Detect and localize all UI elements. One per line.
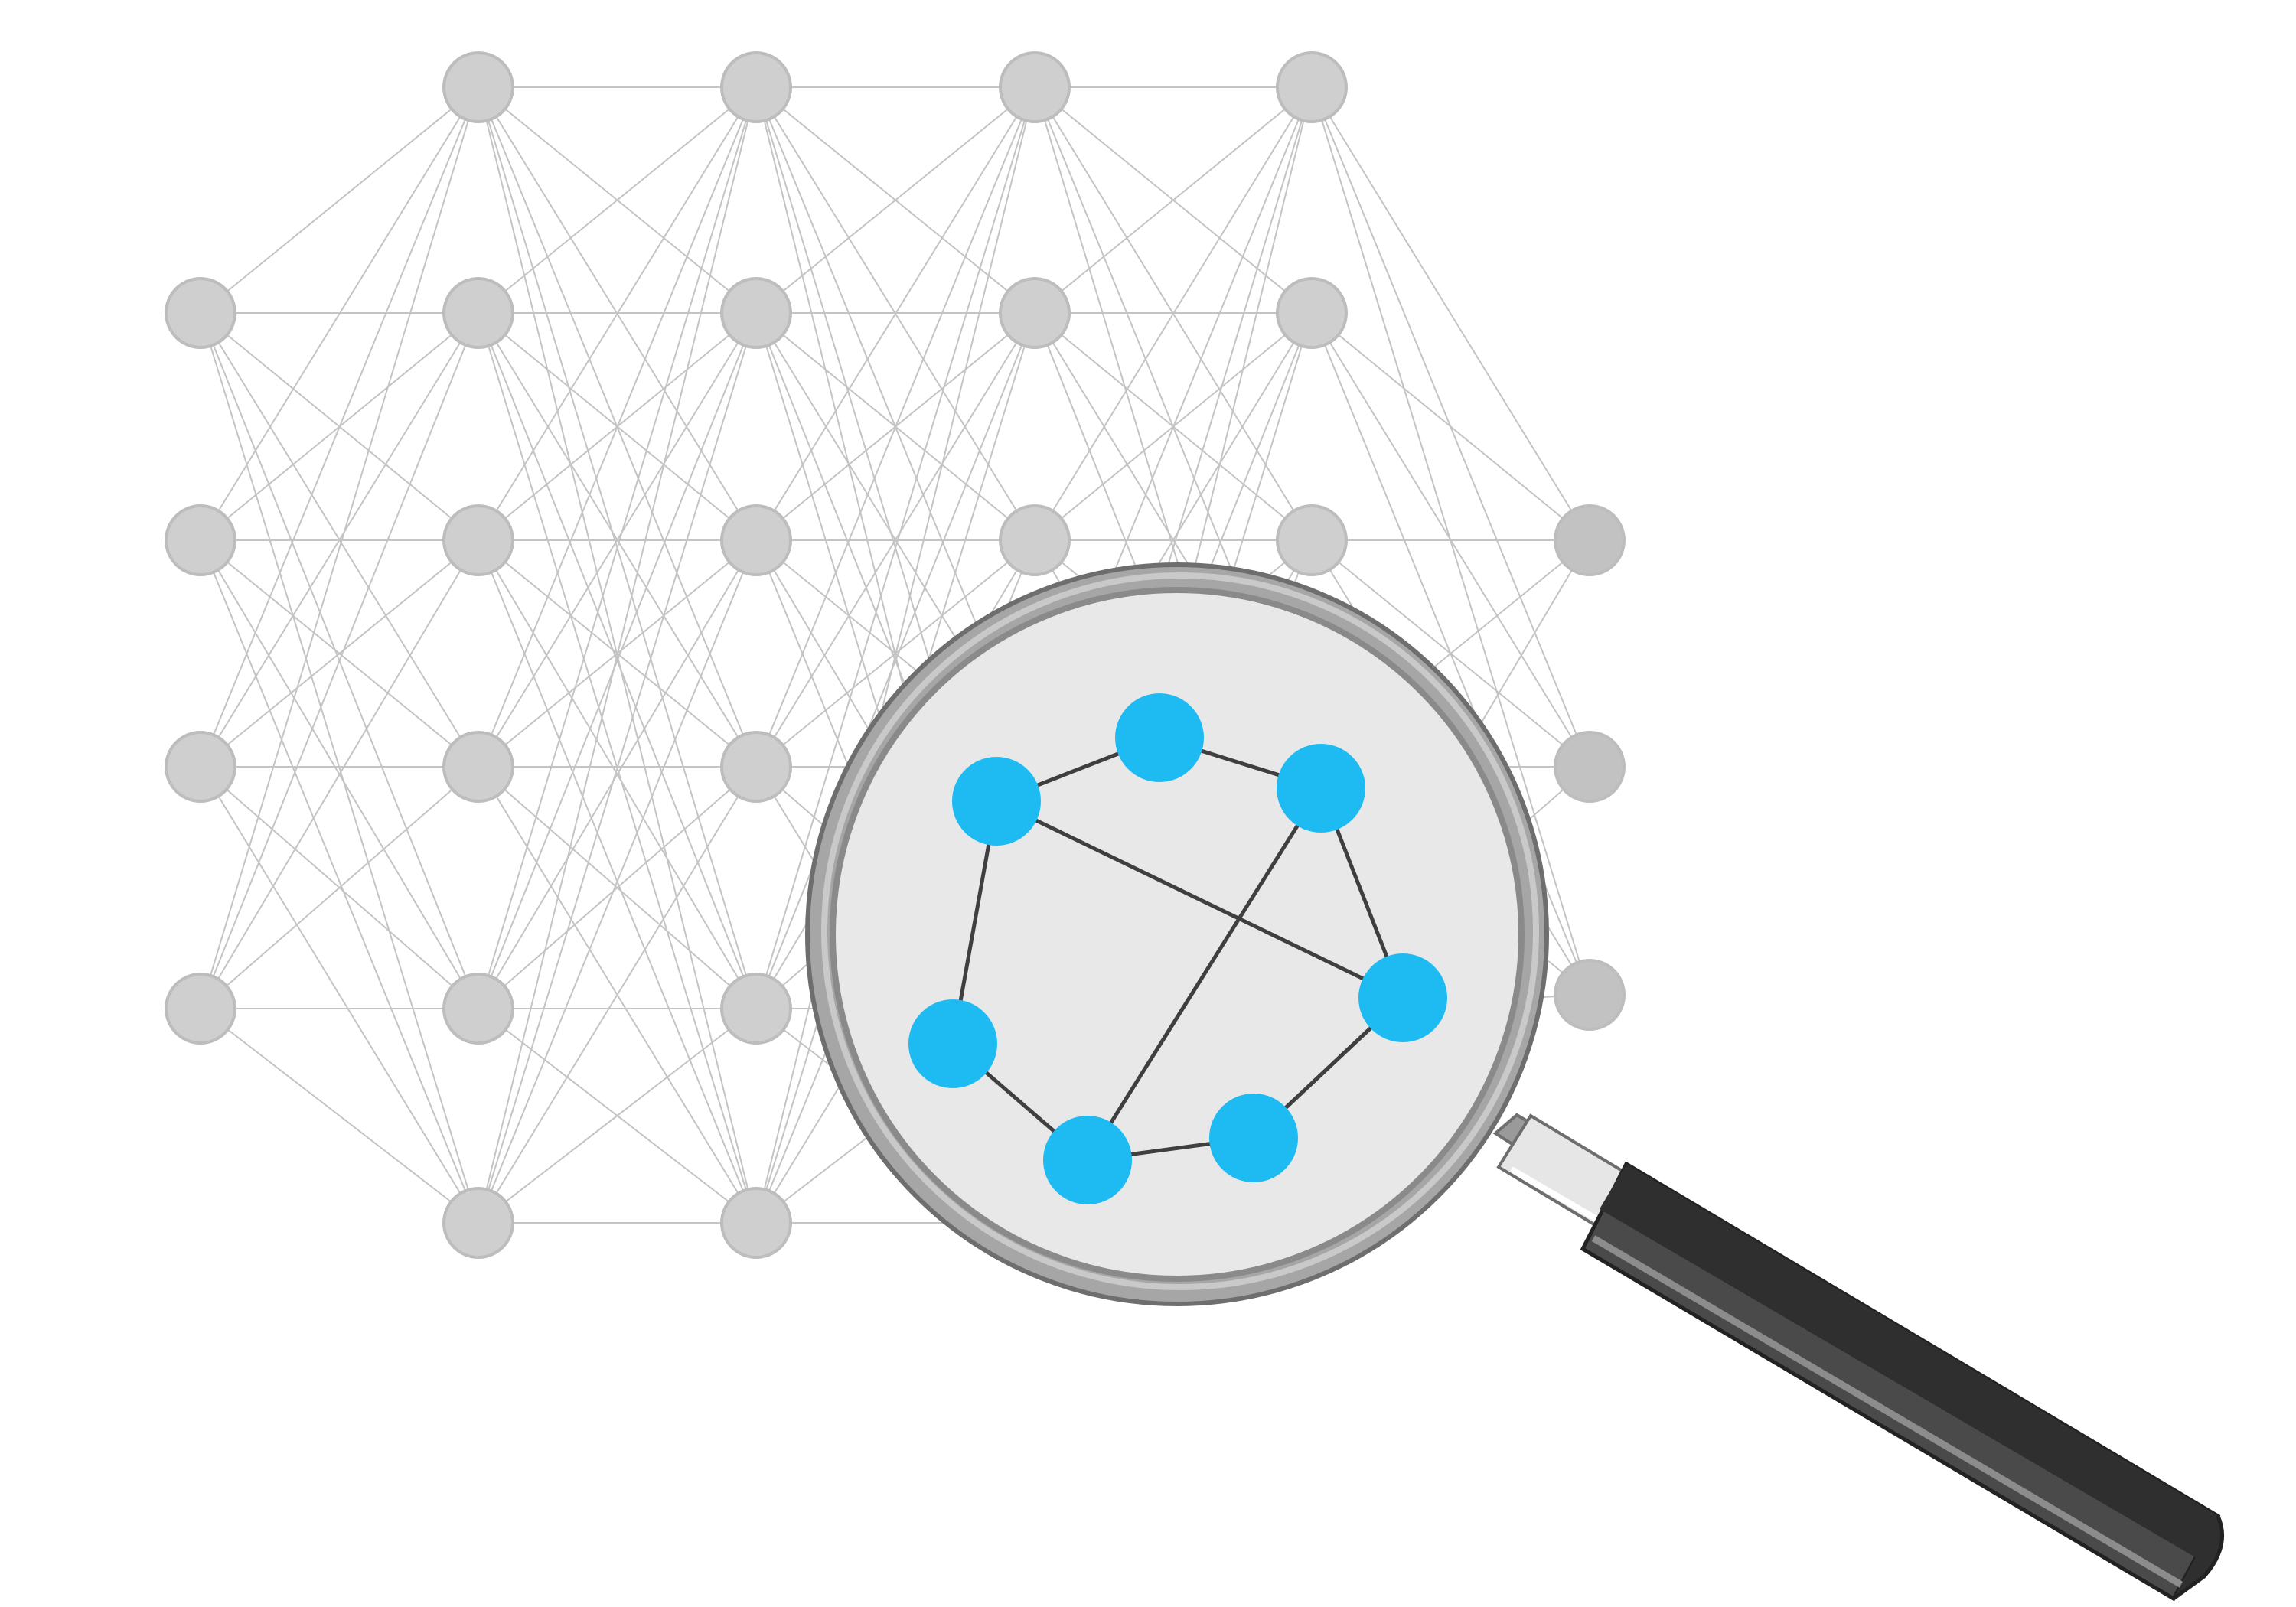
network-edge: [1311, 312, 1590, 541]
network-node: [165, 973, 236, 1045]
network-node: [720, 1187, 792, 1259]
network-node: [999, 504, 1071, 576]
network-node: [165, 504, 236, 576]
network-edge: [200, 539, 479, 1009]
network-edge: [478, 86, 757, 541]
graph-node: [908, 999, 997, 1088]
network-node: [442, 504, 514, 576]
network-node: [165, 277, 236, 349]
magnified-graph-nodes: [908, 693, 1447, 1204]
graph-node: [1209, 1094, 1298, 1182]
network-edge: [478, 539, 757, 1009]
graph-node: [1358, 953, 1447, 1042]
network-edge: [200, 766, 479, 1009]
network-edge: [478, 86, 757, 768]
network-edge: [200, 312, 479, 1224]
network-node: [720, 731, 792, 803]
network-edge: [755, 312, 1035, 1009]
network-edge: [1311, 86, 1590, 541]
network-node: [442, 1187, 514, 1259]
network-edge: [200, 539, 479, 768]
network-edge: [478, 539, 757, 1224]
network-edge: [200, 86, 479, 314]
grip-highlight: [1591, 1235, 2185, 1589]
network-edge: [1034, 86, 1313, 541]
lens-rim-highlight: [821, 572, 1539, 1290]
network-node: [442, 277, 514, 349]
network-node: [165, 731, 236, 803]
network-edge: [200, 86, 479, 768]
network-edge: [200, 86, 479, 1009]
graph-edge: [1085, 787, 1323, 1162]
magnifier-handle: [1492, 1113, 2225, 1602]
network-edge: [478, 1008, 757, 1224]
magnifying-glass-icon: [805, 562, 2225, 1602]
network-edge: [478, 312, 757, 1009]
network-node: [442, 731, 514, 803]
network-node: [720, 51, 792, 123]
graph-edge: [995, 799, 1404, 1000]
output-node: [1554, 504, 1626, 576]
grip-end-cap: [2172, 1515, 2225, 1601]
network-node: [720, 973, 792, 1045]
network-node: [999, 277, 1071, 349]
network-edge: [200, 766, 479, 1224]
network-edge: [1034, 86, 1313, 314]
network-edge: [755, 312, 1035, 768]
grip-top-face: [1600, 1164, 2218, 1558]
network-node: [1276, 277, 1348, 349]
network-node: [720, 504, 792, 576]
network-edge: [478, 86, 757, 1009]
network-edge: [755, 86, 1035, 1224]
network-edge: [200, 1008, 479, 1224]
ferrule-highlight: [1509, 1166, 1608, 1227]
graph-node: [1043, 1116, 1132, 1204]
network-node: [720, 277, 792, 349]
output-node: [1554, 959, 1626, 1031]
network-node: [1276, 51, 1348, 123]
network-edge: [478, 312, 757, 768]
network-edge: [755, 86, 1035, 1009]
network-edge: [755, 86, 1035, 314]
graph-node: [952, 757, 1041, 846]
lens-glass: [830, 587, 1525, 1282]
network-node: [442, 973, 514, 1045]
network-edge: [200, 312, 479, 768]
network-edge: [200, 86, 479, 541]
output-node: [1554, 731, 1626, 803]
network-edge: [478, 766, 757, 1224]
network-edge: [478, 312, 757, 1224]
network-edge: [478, 766, 757, 1009]
network-edge: [200, 312, 479, 1009]
graph-node: [1277, 744, 1365, 833]
magnifier-lens: [805, 562, 1549, 1306]
network-edge: [478, 86, 757, 1224]
network-node: [999, 51, 1071, 123]
network-edge: [755, 86, 1035, 768]
graph-node: [1115, 693, 1204, 782]
network-node: [442, 51, 514, 123]
network-edge: [478, 86, 757, 314]
network-node: [1276, 504, 1348, 576]
network-edge: [755, 86, 1035, 541]
network-edge: [200, 539, 479, 1224]
